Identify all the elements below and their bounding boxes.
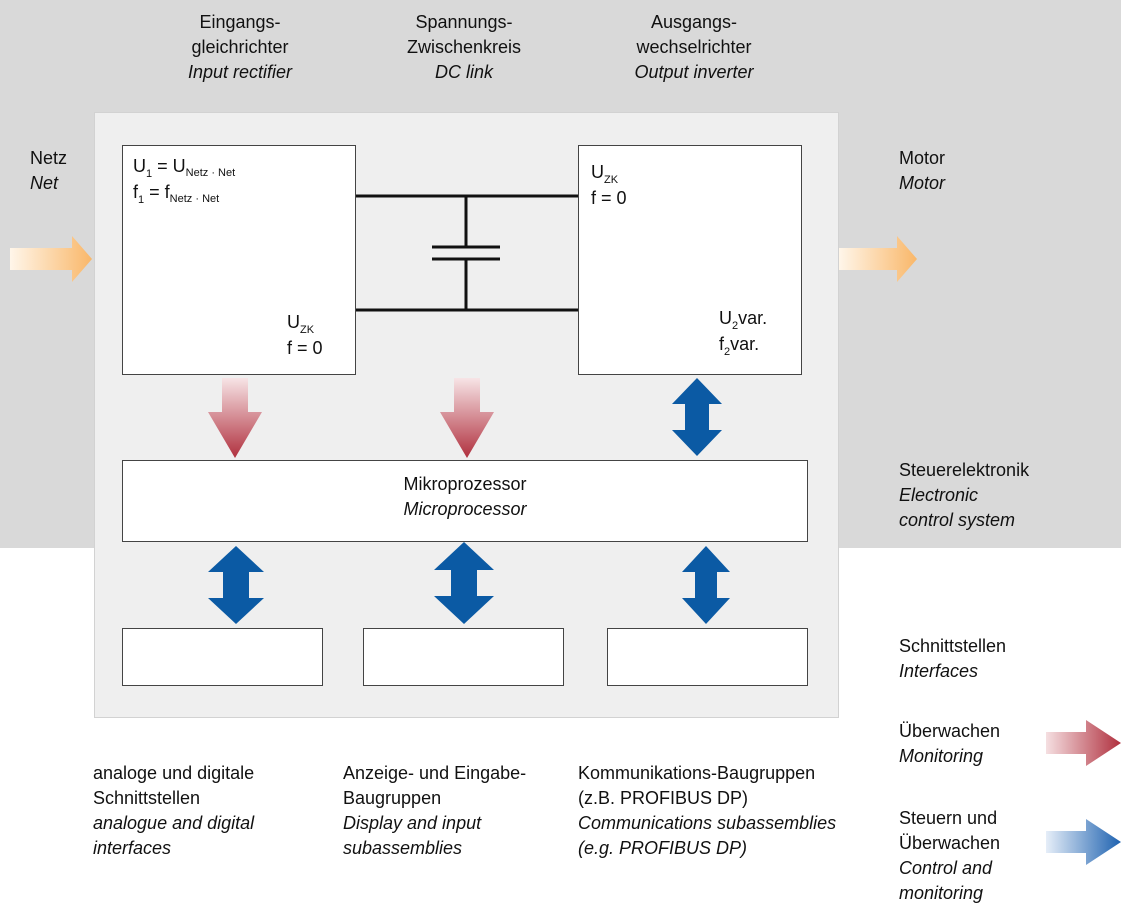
u2-subscript: 2 <box>732 320 739 332</box>
legend-control-de1: Steuern und <box>899 808 998 828</box>
legend-control-en2: monitoring <box>899 883 984 903</box>
u2-symbol: U <box>719 308 732 328</box>
interface-box-display <box>363 628 564 686</box>
comm-de1: Kommunikations-Baugruppen <box>578 763 816 783</box>
legend-control-label: Steuern und Überwachen Control and monit… <box>899 806 1000 906</box>
legend-monitoring-en: Monitoring <box>899 746 984 766</box>
display-en1: Display and input <box>343 813 482 833</box>
inverter-uzk-subscript: ZK <box>604 174 619 186</box>
microprocessor-box: Mikroprozessor Microprocessor <box>122 460 808 542</box>
interface-box-analog <box>122 628 323 686</box>
header-inverter-en: Output inverter <box>634 62 754 82</box>
f1-subscript: 1 <box>138 194 145 206</box>
analog-en1: analogue and digital <box>93 813 255 833</box>
net-input-arrow <box>10 236 92 282</box>
legend-monitoring-label: Überwachen Monitoring <box>899 719 1000 769</box>
control-en1: Electronic <box>899 485 979 505</box>
f-net-symbol: f <box>164 182 170 202</box>
inverter-uzk-symbol: U <box>591 162 604 182</box>
motor-de: Motor <box>899 148 946 168</box>
equals-sign: = <box>152 156 173 176</box>
motor-label: Motor Motor <box>899 146 945 196</box>
interfaces-en: Interfaces <box>899 661 979 681</box>
inverter-u2: U2var. <box>719 306 767 334</box>
inverter-uzk: UZK <box>591 160 618 188</box>
communication-subassemblies-description: Kommunikations-Baugruppen (z.B. PROFIBUS… <box>578 761 836 861</box>
f2-symbol: f <box>719 334 725 354</box>
electronic-control-label: Steuerelektronik Electronic control syst… <box>899 458 1029 533</box>
interfaces-de: Schnittstellen <box>899 636 1007 656</box>
analog-de1: analoge und digitale <box>93 763 255 783</box>
u-net-subscript: Netz · Net <box>185 167 236 179</box>
header-rectifier-de2: gleichrichter <box>191 37 289 57</box>
legend-control-en1: Control and <box>899 858 993 878</box>
microprocessor-de: Mikroprozessor <box>403 474 527 494</box>
header-dc-link: Spannungs- Zwischenkreis DC link <box>364 10 564 85</box>
motor-en: Motor <box>899 173 946 193</box>
net-de: Netz <box>30 148 68 168</box>
analog-de2: Schnittstellen <box>93 788 201 808</box>
display-de2: Baugruppen <box>343 788 442 808</box>
header-input-rectifier: Eingangs- gleichrichter Input rectifier <box>140 10 340 85</box>
header-inverter-de2: wechselrichter <box>636 37 752 57</box>
legend-monitoring-de: Überwachen <box>899 721 1001 741</box>
equals-sign-2: = <box>144 182 165 202</box>
header-rectifier-de1: Eingangs- <box>199 12 281 32</box>
legend-monitoring-arrow <box>1046 720 1121 766</box>
f1-symbol: f <box>133 182 139 202</box>
header-dclink-de1: Spannungs- <box>415 12 513 32</box>
uzk-symbol: U <box>287 312 300 332</box>
comm-en2: (e.g. PROFIBUS DP) <box>578 838 748 858</box>
display-subassemblies-description: Anzeige- und Eingabe- Baugruppen Display… <box>343 761 526 861</box>
header-inverter-de1: Ausgangs- <box>650 12 738 32</box>
monitoring-arrow-dclink <box>440 378 494 458</box>
rectifier-f0: f = 0 <box>287 338 323 358</box>
analog-interfaces-description: analoge und digitale Schnittstellen anal… <box>93 761 254 861</box>
microprocessor-en: Microprocessor <box>403 499 527 519</box>
f2-suffix: var. <box>730 334 760 354</box>
monitoring-arrow-rectifier <box>208 378 262 458</box>
display-de1: Anzeige- und Eingabe- <box>343 763 527 783</box>
control-en2: control system <box>899 510 1016 530</box>
control-de: Steuerelektronik <box>899 460 1030 480</box>
inverter-box: UZK f = 0 U2var. f2var. <box>578 145 802 375</box>
header-dclink-de2: Zwischenkreis <box>406 37 522 57</box>
rectifier-box: U1 = UNetz · Net f1 = fNetz · Net UZK f … <box>122 145 356 375</box>
rectifier-frequency-formula: f1 = fNetz · Net <box>133 180 219 208</box>
inverter-f0: f = 0 <box>591 188 627 208</box>
header-rectifier-en: Input rectifier <box>187 62 293 82</box>
u1-subscript: 1 <box>146 168 153 180</box>
control-arrow-interfaces-middle <box>434 542 494 624</box>
motor-output-arrow <box>839 236 917 282</box>
comm-de2: (z.B. PROFIBUS DP) <box>578 788 749 808</box>
control-arrow-interfaces-right <box>682 546 730 624</box>
legend-control-de2: Überwachen <box>899 833 1001 853</box>
display-en2: subassemblies <box>343 838 463 858</box>
analog-en2: interfaces <box>93 838 172 858</box>
header-output-inverter: Ausgangs- wechselrichter Output inverter <box>594 10 794 85</box>
comm-en1: Communications subassemblies <box>578 813 837 833</box>
rectifier-uzk: UZK <box>287 310 314 338</box>
u1-symbol: U <box>133 156 146 176</box>
u2-suffix: var. <box>738 308 768 328</box>
rectifier-voltage-formula: U1 = UNetz · Net <box>133 154 235 182</box>
f2-subscript: 2 <box>724 346 731 358</box>
header-dclink-en: DC link <box>434 62 493 82</box>
f-net-subscript: Netz · Net <box>169 193 220 205</box>
control-arrow-inverter <box>672 378 722 456</box>
interface-box-communication <box>607 628 808 686</box>
interfaces-label: Schnittstellen Interfaces <box>899 634 1006 684</box>
uzk-subscript: ZK <box>300 324 315 336</box>
legend-control-arrow <box>1046 819 1121 865</box>
u-net-symbol: U <box>172 156 186 176</box>
control-arrow-interfaces-left <box>208 546 264 624</box>
net-label: Netz Net <box>30 146 67 196</box>
inverter-f2: f2var. <box>719 332 759 360</box>
net-en: Net <box>30 173 59 193</box>
